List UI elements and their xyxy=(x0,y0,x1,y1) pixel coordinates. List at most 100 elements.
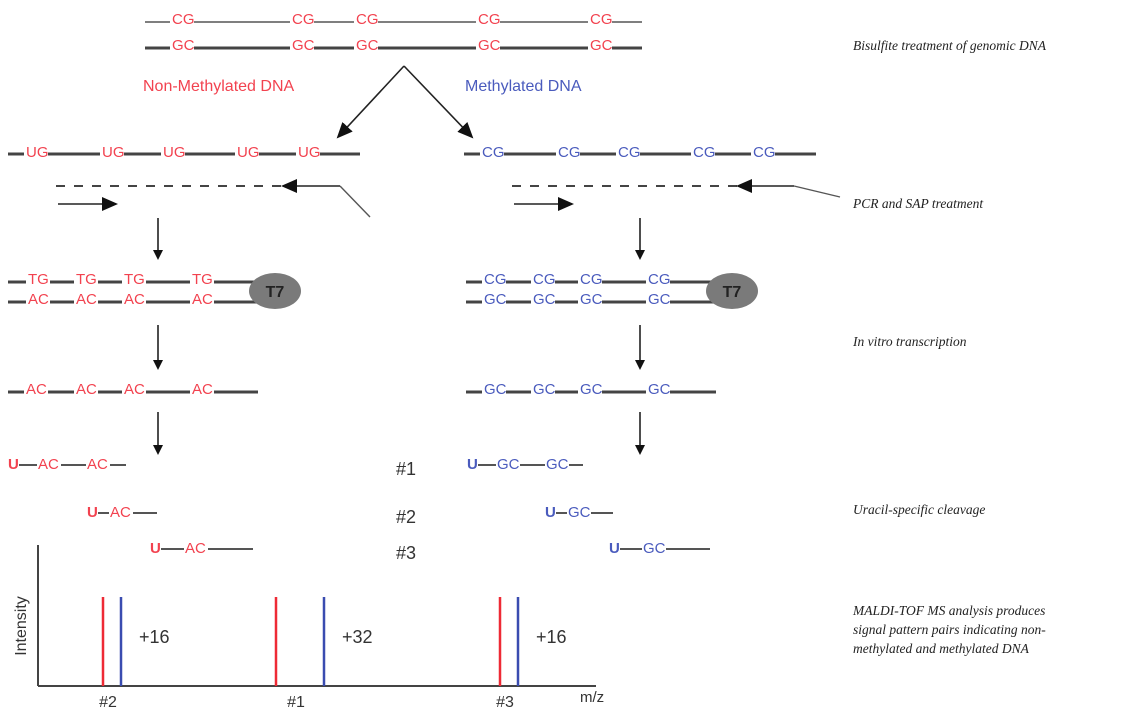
base-background xyxy=(122,381,146,395)
ac-site: AC xyxy=(76,291,97,308)
base-background xyxy=(74,291,98,305)
base-background xyxy=(190,271,214,285)
gpc-site: GC xyxy=(478,37,501,54)
base-background xyxy=(531,291,555,305)
gpc-site: GC xyxy=(172,37,195,54)
base-background xyxy=(100,144,124,158)
uracil-cleavage-site: U xyxy=(467,456,478,473)
base-background xyxy=(74,271,98,285)
tg-site: TG xyxy=(192,271,213,288)
base-background xyxy=(476,37,500,51)
transcript-ac-site: AC xyxy=(124,381,145,398)
base-background xyxy=(24,144,48,158)
cg-site: CG xyxy=(484,271,507,288)
base-background xyxy=(531,381,555,395)
ac-site: AC xyxy=(28,291,49,308)
fragment-id: #2 xyxy=(396,507,416,527)
base-background xyxy=(74,381,98,395)
fragment-unit: GC xyxy=(497,456,520,473)
fragment-unit: AC xyxy=(87,456,108,473)
base-background xyxy=(354,37,378,51)
cg-site: CG xyxy=(580,271,603,288)
base-background xyxy=(578,291,602,305)
uracil-cleavage-site: U xyxy=(150,540,161,557)
split-arrow-left xyxy=(336,65,405,139)
base-background xyxy=(496,455,520,470)
transcript-gc-site: GC xyxy=(648,381,671,398)
x-tick-label: #1 xyxy=(287,694,305,711)
y-axis-label: Intensity xyxy=(13,596,30,656)
transcript-gc-site: GC xyxy=(484,381,507,398)
non-methylated-label: Non-Methylated DNA xyxy=(143,78,295,95)
base-background xyxy=(122,271,146,285)
base-background xyxy=(24,381,48,395)
cpg-site: CG xyxy=(478,11,501,28)
converted-ug-site: UG xyxy=(163,144,186,161)
gc-site: GC xyxy=(580,291,603,308)
cpg-site: CG xyxy=(172,11,195,28)
x-axis-label: m/z xyxy=(580,689,604,706)
base-background xyxy=(184,539,208,554)
caption-maldi-line-3: methylated and methylated DNA xyxy=(853,641,1030,656)
mass-spectrum-chart: Intensity m/z +16#2+32#1+16#3 xyxy=(13,545,604,711)
transcript-gc-site: GC xyxy=(533,381,556,398)
fragment-unit: AC xyxy=(38,456,59,473)
cg-site: CG xyxy=(533,271,556,288)
retained-cg-site: CG xyxy=(618,144,641,161)
cg-site: CG xyxy=(648,271,671,288)
t7-promoter xyxy=(706,273,758,309)
base-background xyxy=(588,11,612,25)
retained-cg-site: CG xyxy=(482,144,505,161)
base-background xyxy=(7,454,19,469)
caption-bisulfite: Bisulfite treatment of genomic DNA xyxy=(853,38,1047,53)
converted-ug-site: UG xyxy=(298,144,321,161)
base-background xyxy=(170,37,194,51)
retained-cg-site: CG xyxy=(693,144,716,161)
base-background xyxy=(86,455,110,470)
fragment-unit: GC xyxy=(643,540,666,557)
fragment-id: #3 xyxy=(396,543,416,563)
transcript-ac-site: AC xyxy=(76,381,97,398)
base-background xyxy=(290,37,314,51)
x-tick-label: #3 xyxy=(496,694,514,711)
base-background xyxy=(578,271,602,285)
base-background xyxy=(588,37,612,51)
split-arrow-right xyxy=(403,65,474,139)
gpc-site: GC xyxy=(590,37,613,54)
base-background xyxy=(646,271,670,285)
uracil-cleavage-site: U xyxy=(87,504,98,521)
mass-shift-label: +16 xyxy=(536,627,567,647)
base-background xyxy=(480,144,504,158)
gpc-site: GC xyxy=(292,37,315,54)
uracil-cleavage-site: U xyxy=(8,456,19,473)
base-background xyxy=(26,291,50,305)
primer-tail-left xyxy=(339,185,371,218)
fragment-unit: GC xyxy=(546,456,569,473)
uracil-cleavage-site: U xyxy=(609,540,620,557)
base-background xyxy=(642,539,666,554)
base-background xyxy=(190,381,214,395)
caption-cleavage: Uracil-specific cleavage xyxy=(853,502,985,517)
tg-site: TG xyxy=(124,271,145,288)
base-background xyxy=(26,271,50,285)
base-background xyxy=(476,11,500,25)
ac-site: AC xyxy=(124,291,145,308)
converted-ug-site: UG xyxy=(237,144,260,161)
mass-shift-label: +16 xyxy=(139,627,170,647)
cpg-site: CG xyxy=(590,11,613,28)
caption-maldi-line-1: MALDI-TOF MS analysis produces xyxy=(852,603,1045,618)
uracil-cleavage-site: U xyxy=(545,504,556,521)
base-background xyxy=(482,291,506,305)
transcript-ac-site: AC xyxy=(26,381,47,398)
gc-site: GC xyxy=(648,291,671,308)
base-background xyxy=(531,271,555,285)
cpg-site: CG xyxy=(356,11,379,28)
base-background xyxy=(466,454,478,469)
base-background xyxy=(751,144,775,158)
base-background xyxy=(37,455,61,470)
fragment-unit: AC xyxy=(185,540,206,557)
t7-label: T7 xyxy=(266,284,285,301)
caption-transcription: In vitro transcription xyxy=(852,334,967,349)
